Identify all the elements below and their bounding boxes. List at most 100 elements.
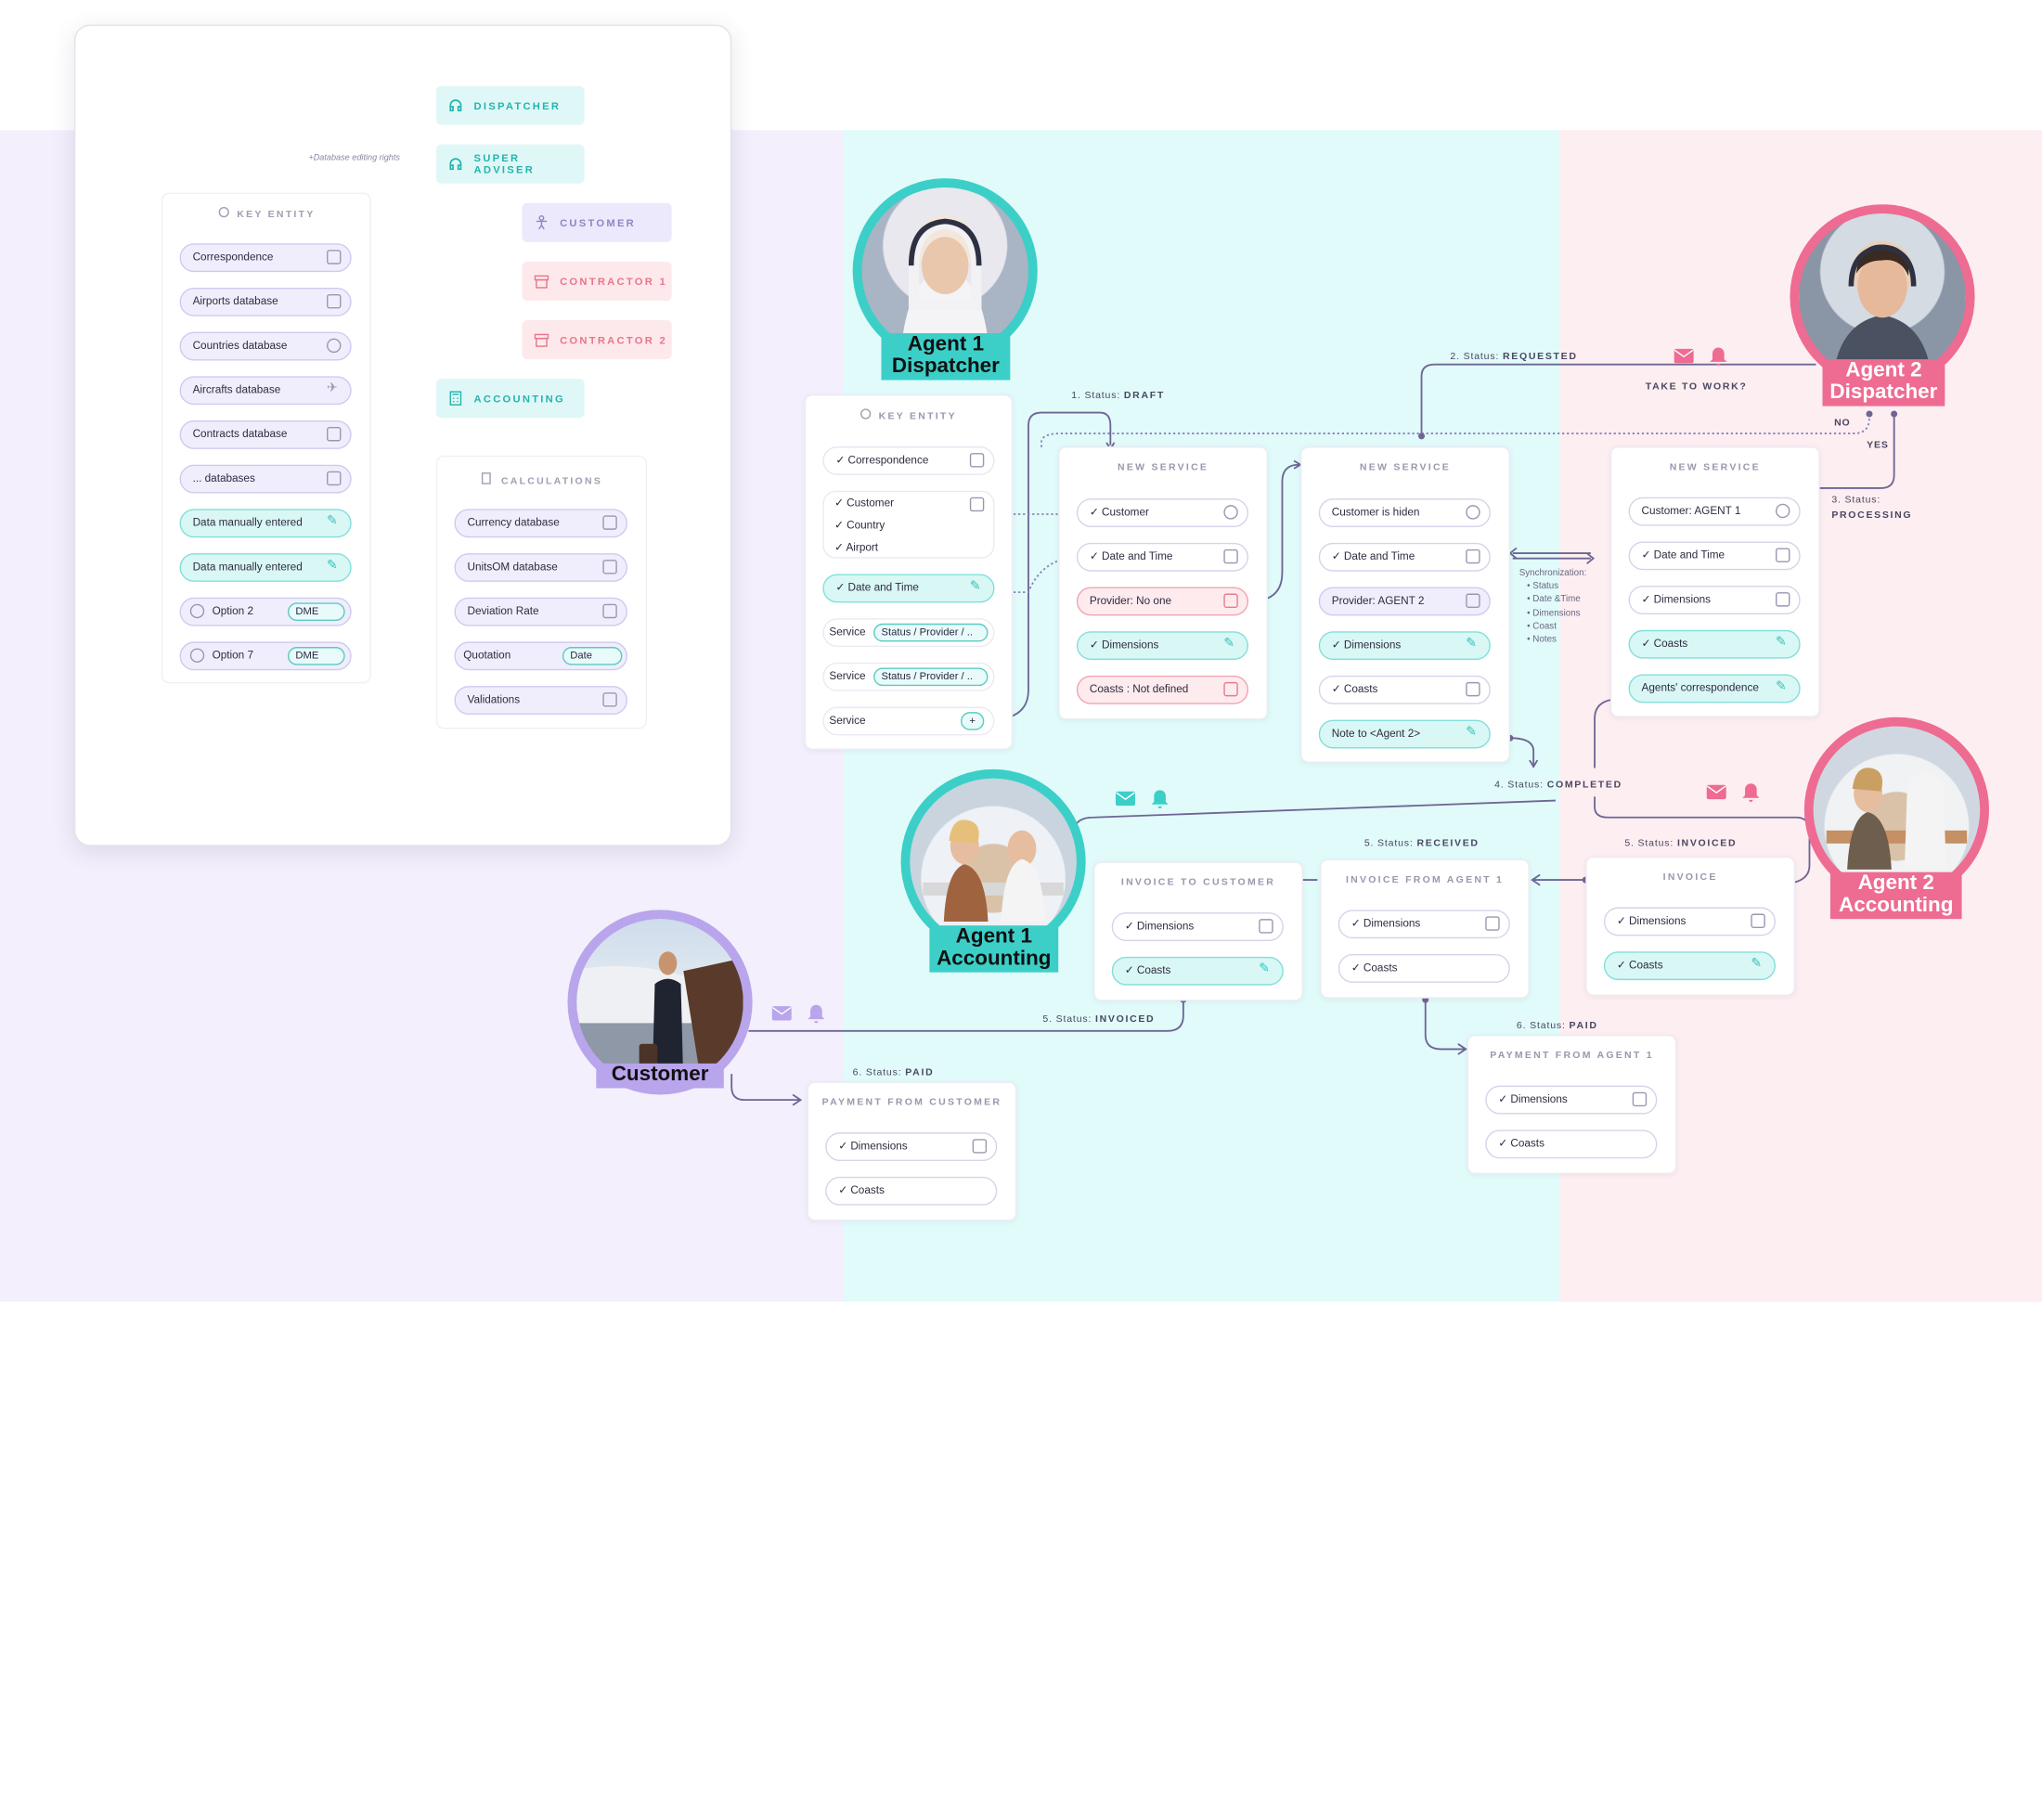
ke-correspondence[interactable]: ✓ Correspondence [822, 446, 995, 475]
ns2-date-time[interactable]: ✓ Date and Time [1318, 542, 1491, 572]
ke-service-2[interactable]: Service Status / Provider / .. [822, 662, 995, 691]
ns1-dimensions[interactable]: ✓ Dimensions✎ [1076, 631, 1248, 661]
ns3-agents-correspondence[interactable]: Agents' correspondence✎ [1628, 674, 1801, 703]
legend-airports-database[interactable]: Airports database [179, 287, 352, 316]
status-processing-value: PROCESSING [1831, 509, 1913, 521]
inv-customer-dimensions[interactable]: ✓ Dimensions [1111, 912, 1284, 942]
layers-icon [1466, 593, 1480, 608]
ns2-provider-label: Provider: AGENT 2 [1331, 593, 1425, 607]
agent2-dispatcher-role: Dispatcher [1829, 381, 1938, 404]
window-icon [602, 560, 617, 574]
legend-more-databases[interactable]: ... databases [179, 464, 352, 494]
legend-aircrafts-database[interactable]: Aircrafts database✈ [179, 376, 352, 406]
legend-deviation-rate[interactable]: Deviation Rate [454, 597, 628, 626]
ns3-customer-label: Customer: AGENT 1 [1641, 503, 1741, 517]
calculator-icon [1466, 681, 1480, 697]
ns2-customer-label: Customer is hiden [1331, 505, 1420, 519]
legend-contracts-database[interactable]: Contracts database [179, 420, 352, 449]
legend-option-2-label: Option 2 [212, 603, 254, 617]
legend-data-manually-entered-2[interactable]: Data manually entered✎ [179, 553, 352, 582]
check-circle-icon [189, 648, 205, 663]
ke-customer-group[interactable]: ✓ Customer ✓ Country ✓ Airport [822, 490, 995, 559]
notification-icons-requested [1674, 347, 1727, 367]
sync-note: Synchronization: • Status • Date &Time •… [1519, 567, 1587, 647]
ns1-coasts[interactable]: Coasts : Not defined [1076, 675, 1248, 704]
legend-contracts-database-label: Contracts database [192, 427, 288, 441]
role-customer: CUSTOMER [522, 202, 672, 242]
layers-icon [1466, 549, 1480, 564]
legend-option-7[interactable]: Option 7 DME [179, 641, 352, 671]
pay-customer-coasts[interactable]: ✓ Coasts [825, 1176, 998, 1206]
inv-agent1-coasts[interactable]: ✓ Coasts [1338, 954, 1510, 983]
layers-icon [1632, 1091, 1648, 1107]
add-service-button[interactable]: + [961, 712, 985, 730]
role-contractor-2-label: CONTRACTOR 2 [560, 333, 667, 346]
ke-service-2-label: Service [829, 668, 866, 682]
ns1-provider[interactable]: Provider: No one [1076, 587, 1248, 616]
notification-icons-customer [771, 1004, 825, 1024]
ns3-coasts[interactable]: ✓ Coasts✎ [1628, 629, 1801, 659]
ns3-customer[interactable]: Customer: AGENT 1 [1628, 497, 1801, 526]
ke-customer: ✓ Customer [834, 496, 895, 510]
ns2-note[interactable]: Note to <Agent 2>✎ [1318, 719, 1491, 749]
legend-option-2[interactable]: Option 2 DME [179, 597, 352, 626]
legend-airports-database-label: Airports database [192, 293, 278, 307]
ns2-provider[interactable]: Provider: AGENT 2 [1318, 587, 1491, 616]
ns2-customer-hidden[interactable]: Customer is hiden [1318, 498, 1491, 528]
agent1-accounting-role: Accounting [937, 948, 1052, 970]
role-customer-label: CUSTOMER [560, 216, 637, 229]
dme-tag: DME [287, 647, 345, 665]
pay-agent1-coasts[interactable]: ✓ Coasts [1485, 1129, 1658, 1159]
ns2-coasts[interactable]: ✓ Coasts [1318, 675, 1491, 704]
status-invoiced-top-value: INVOICED [1676, 836, 1738, 849]
ke-service-add[interactable]: Service+ [822, 706, 995, 736]
headset-icon [449, 99, 462, 112]
pay-agent1-dimensions[interactable]: ✓ Dimensions [1485, 1085, 1658, 1115]
inv-agent1-dimensions[interactable]: ✓ Dimensions [1338, 910, 1510, 939]
legend-correspondence[interactable]: Correspondence [179, 243, 352, 273]
legend-validations[interactable]: Validations [454, 686, 628, 715]
calculator-icon [481, 472, 491, 484]
agent1-dispatcher-role: Dispatcher [891, 355, 1000, 378]
layers-icon [1223, 549, 1238, 564]
legend-currency-database[interactable]: Currency database [454, 509, 628, 538]
pencil-icon: ✎ [1259, 962, 1270, 976]
pencil-icon: ✎ [969, 579, 981, 594]
legend-calculations-title-text: CALCULATIONS [500, 474, 603, 487]
ke-date-time[interactable]: ✓ Date and Time✎ [822, 574, 995, 603]
status-draft-value: DRAFT [1123, 389, 1165, 401]
ns3-correspondence-label: Agents' correspondence [1641, 680, 1759, 694]
eye-hidden-icon [1466, 505, 1480, 520]
pay-customer-dimensions[interactable]: ✓ Dimensions [825, 1132, 998, 1162]
pencil-icon: ✎ [1466, 725, 1477, 740]
service-status-tag: Status / Provider / .. [873, 667, 989, 687]
agent1-accounting-name: Agent 1 [955, 925, 1032, 949]
legend-countries-database[interactable]: Countries database [179, 331, 352, 361]
legend-unitsom-database[interactable]: UnitsOM database [454, 553, 628, 582]
legend-calculations-panel [435, 455, 648, 729]
legend-quotation[interactable]: Quotation Date [454, 641, 628, 671]
inv-customer-dimensions-label: ✓ Dimensions [1124, 919, 1195, 933]
inv-customer-coasts[interactable]: ✓ Coasts✎ [1111, 956, 1284, 986]
status-paid-agent: 6. Status: PAID [1517, 1019, 1598, 1031]
layers-icon [1223, 593, 1238, 608]
legend-data-manually-entered-1[interactable]: Data manually entered✎ [179, 509, 352, 538]
invoice-dimensions-label: ✓ Dimensions [1616, 913, 1687, 927]
ns1-customer[interactable]: ✓ Customer [1076, 498, 1248, 528]
calculator-icon [449, 391, 462, 406]
ke-country: ✓ Country [834, 518, 885, 532]
invoice-dimensions[interactable]: ✓ Dimensions [1603, 907, 1777, 936]
ns3-dimensions[interactable]: ✓ Dimensions [1628, 586, 1801, 614]
archive-icon [602, 603, 617, 619]
status-paid-customer: 6. Status: PAID [853, 1066, 935, 1078]
pencil-icon: ✎ [327, 558, 338, 574]
ns3-date-time[interactable]: ✓ Date and Time [1628, 541, 1801, 571]
invoice-coasts[interactable]: ✓ Coasts✎ [1603, 951, 1777, 981]
role-accounting: ACCOUNTING [435, 379, 585, 419]
layers-icon [969, 497, 985, 512]
ns1-date-time[interactable]: ✓ Date and Time [1076, 542, 1248, 572]
key-entity-panel-title: KEY ENTITY [806, 408, 1012, 421]
sync-item: • Date &Time [1527, 595, 1581, 605]
ns2-dimensions[interactable]: ✓ Dimensions✎ [1318, 631, 1491, 661]
